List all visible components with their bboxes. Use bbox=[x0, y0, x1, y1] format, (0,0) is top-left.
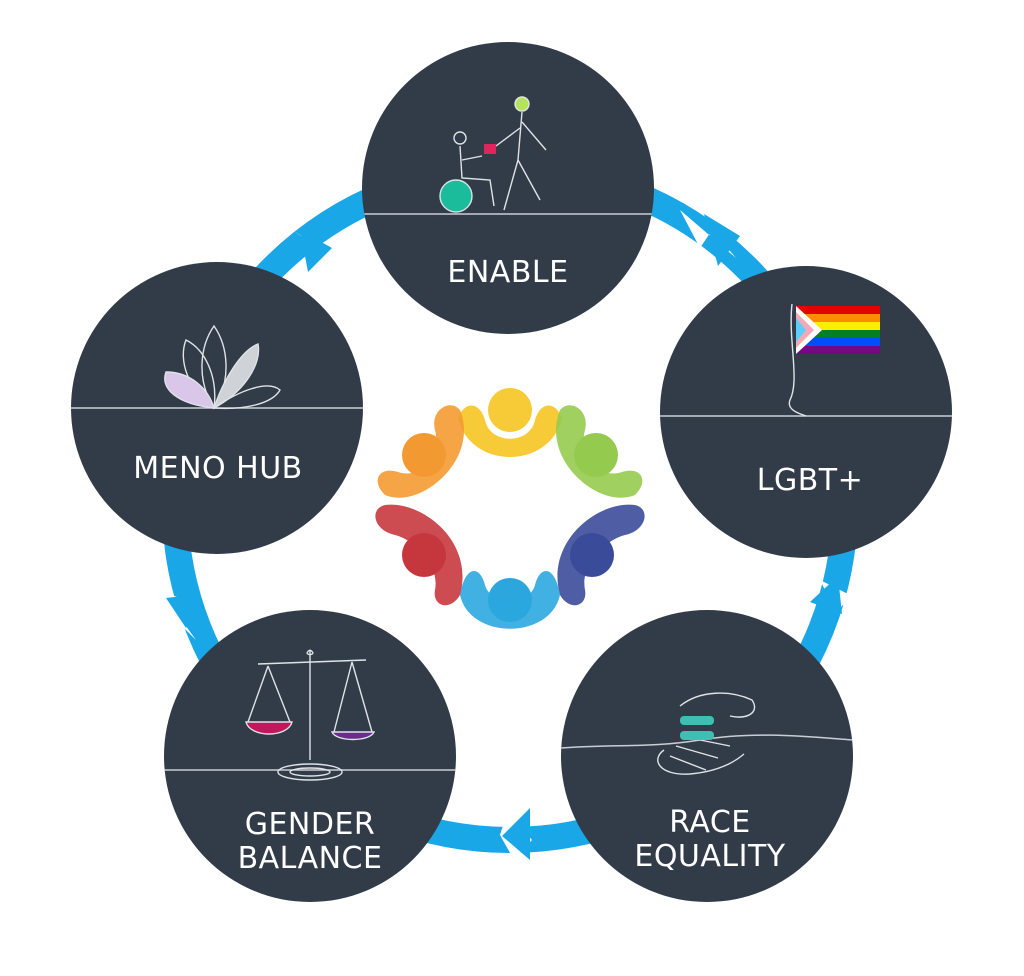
wheelchair-assist-icon bbox=[439, 96, 547, 213]
lotus-icon bbox=[164, 324, 281, 410]
node-race[interactable]: RACE EQUALITY bbox=[561, 610, 853, 902]
arrowhead-4 bbox=[502, 808, 530, 860]
node-enable-circle bbox=[362, 42, 654, 334]
node-enable-label: ENABLE bbox=[447, 255, 568, 290]
logo-figure-navy bbox=[557, 504, 645, 606]
logo-figure-yellow bbox=[458, 388, 562, 457]
arrowhead-2 bbox=[704, 214, 740, 266]
node-meno[interactable]: MENO HUB bbox=[71, 262, 363, 554]
node-race-circle bbox=[561, 610, 853, 902]
logo-figure-red bbox=[375, 504, 463, 606]
node-lgbt-label: LGBT+ bbox=[757, 463, 864, 498]
node-gender[interactable]: GENDER BALANCE bbox=[164, 610, 456, 902]
logo-figure-orange bbox=[377, 405, 464, 498]
node-race-label-line2: EQUALITY bbox=[634, 839, 785, 874]
arrowhead-1 bbox=[300, 230, 332, 272]
node-gender-label-line2: BALANCE bbox=[238, 841, 383, 876]
node-lgbt[interactable]: LGBT+ bbox=[660, 266, 952, 558]
cycle-arrowheads bbox=[166, 214, 842, 860]
node-meno-label: MENO HUB bbox=[133, 451, 303, 486]
node-gender-label-line1: GENDER bbox=[245, 807, 376, 842]
arrowhead-3 bbox=[810, 576, 842, 614]
node-enable[interactable]: ENABLE bbox=[362, 42, 654, 334]
balance-scale-icon bbox=[245, 649, 376, 781]
handshake-icon bbox=[657, 692, 756, 775]
logo-figure-green bbox=[556, 405, 643, 498]
node-race-label-line1: RACE bbox=[669, 805, 751, 840]
progress-pride-flag-icon bbox=[788, 303, 880, 417]
logo-figure-blue bbox=[460, 571, 560, 629]
unity-people-logo bbox=[375, 388, 645, 629]
arrowhead-5 bbox=[166, 594, 200, 628]
